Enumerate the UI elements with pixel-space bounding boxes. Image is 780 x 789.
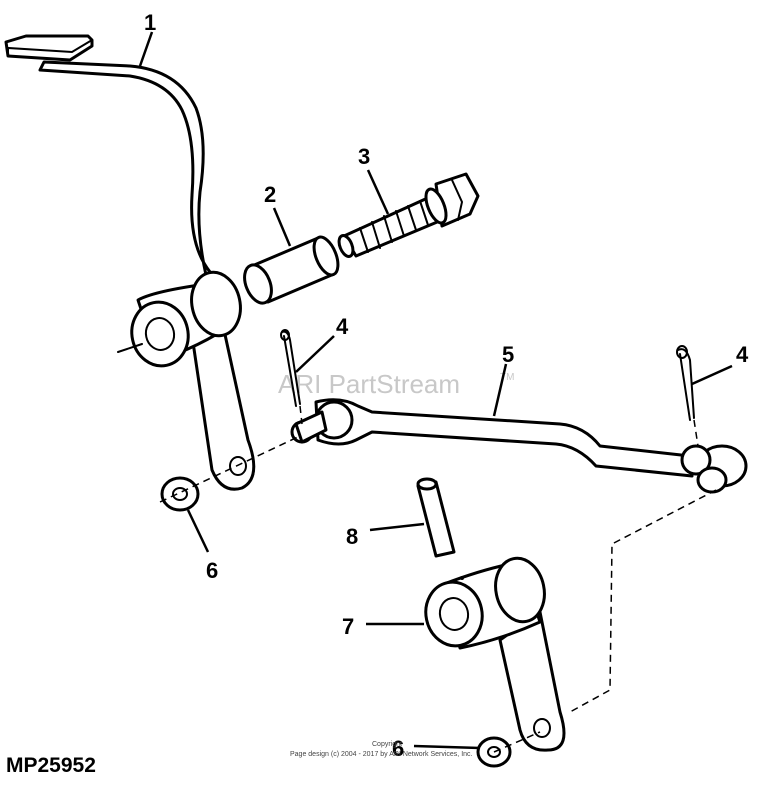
part-8-roll-pin (416, 477, 456, 558)
leader-lines (138, 31, 733, 750)
callout-2: 2 (264, 182, 276, 207)
callout-1: 1 (144, 10, 156, 35)
part-1-pedal-lever (4, 34, 256, 491)
part-4-cotter-pin-right (676, 345, 695, 421)
callout-4-left: 4 (336, 314, 349, 339)
part-6-washer-upper (160, 476, 200, 512)
callout-6-upper: 6 (206, 558, 218, 583)
callout-labels: 1 2 3 4 4 5 6 6 7 8 (144, 10, 749, 761)
part-3-bolt (337, 172, 480, 258)
watermark-trademark: TM (500, 372, 514, 383)
callout-5: 5 (502, 342, 514, 367)
assembly-lines (159, 405, 717, 753)
callout-3: 3 (358, 144, 370, 169)
part-5-linkage-rod (290, 398, 748, 494)
callout-6-lower: 6 (392, 736, 404, 761)
part-7-lower-arm (424, 556, 566, 752)
watermark-text: ARI PartStream (278, 369, 460, 399)
copyright-line-2: Page design (c) 2004 - 2017 by ARI Netwo… (290, 751, 473, 758)
callout-8: 8 (346, 524, 358, 549)
callout-4-right: 4 (736, 342, 749, 367)
part-4-cotter-pin-left (280, 329, 301, 407)
figure-id: MP25952 (6, 754, 96, 777)
part-2-bushing (243, 235, 340, 305)
callout-7: 7 (342, 614, 354, 639)
copyright-line-1: Copyright (372, 741, 402, 748)
